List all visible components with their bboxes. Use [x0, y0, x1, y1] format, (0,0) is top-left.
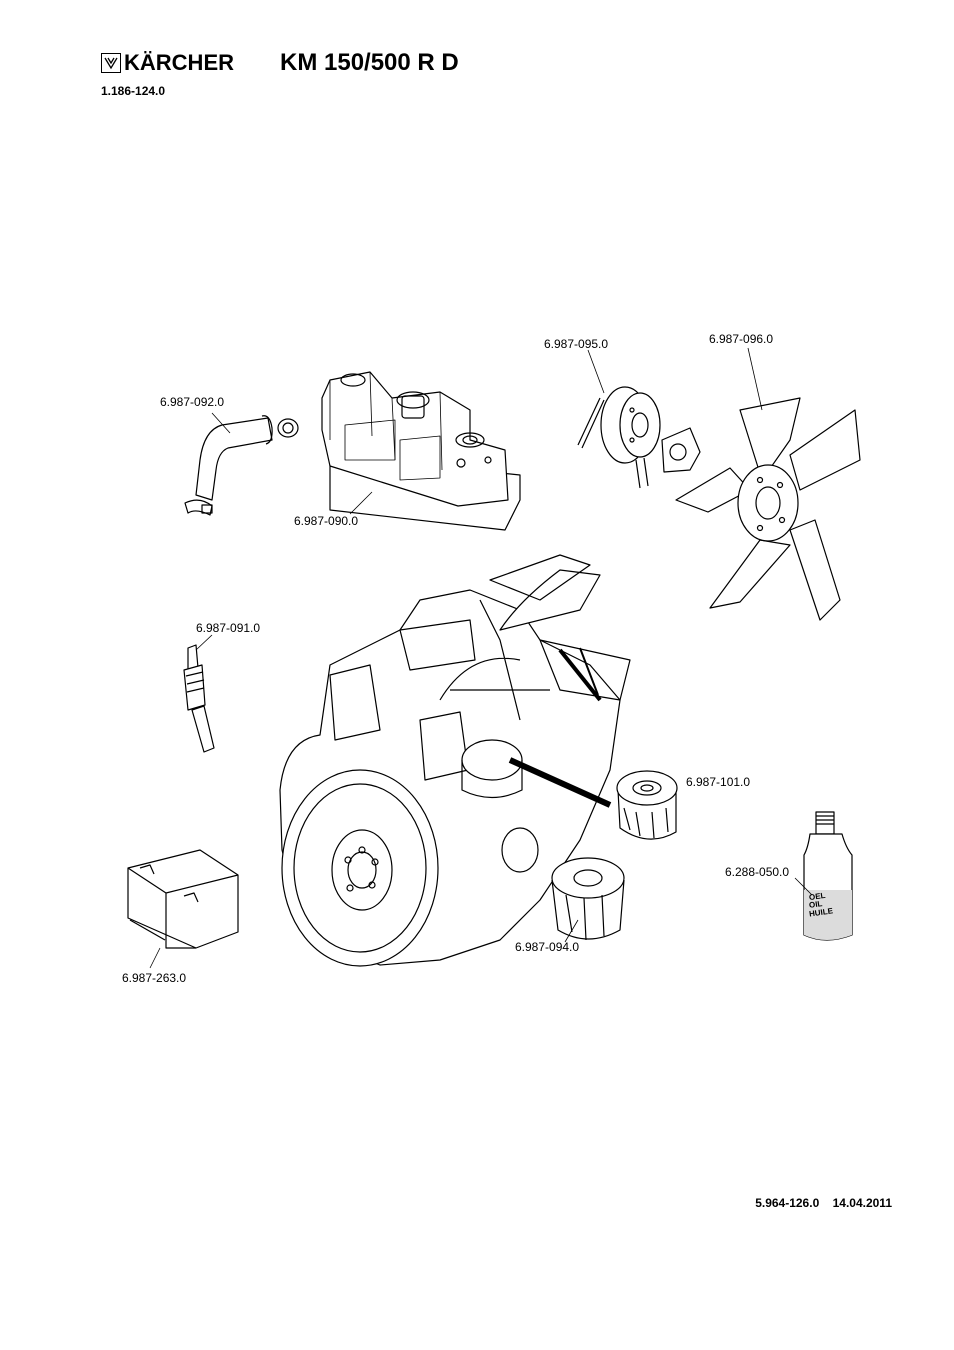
part-label-engine-oil: 6.288-050.0 — [725, 865, 789, 879]
part-label-fuel-filter: 6.987-094.0 — [515, 940, 579, 954]
hose-drawing — [185, 416, 298, 515]
part-label-hose: 6.987-092.0 — [160, 395, 224, 409]
fan-drawing — [676, 398, 860, 620]
part-label-fan: 6.987-096.0 — [709, 332, 773, 346]
fuel-filter-drawing — [552, 858, 624, 940]
oil-filter-drawing — [617, 771, 677, 839]
part-label-valve-cover-gasket: 6.987-090.0 — [294, 514, 358, 528]
glow-plug-drawing — [184, 645, 214, 752]
part-label-pulley: 6.987-095.0 — [544, 337, 608, 351]
battery-drawing — [128, 850, 238, 948]
valve-cover-drawing — [322, 372, 520, 530]
footer-date: 14.04.2011 — [833, 1196, 892, 1210]
part-label-glow-plug: 6.987-091.0 — [196, 621, 260, 635]
pulley-drawing — [578, 387, 700, 488]
oil-bottle-drawing — [804, 812, 852, 940]
part-label-battery: 6.987-263.0 — [122, 971, 186, 985]
part-label-oil-filter: 6.987-101.0 — [686, 775, 750, 789]
page-footer: 5.964-126.0 14.04.2011 — [755, 1196, 892, 1210]
footer-code: 5.964-126.0 — [755, 1196, 819, 1210]
